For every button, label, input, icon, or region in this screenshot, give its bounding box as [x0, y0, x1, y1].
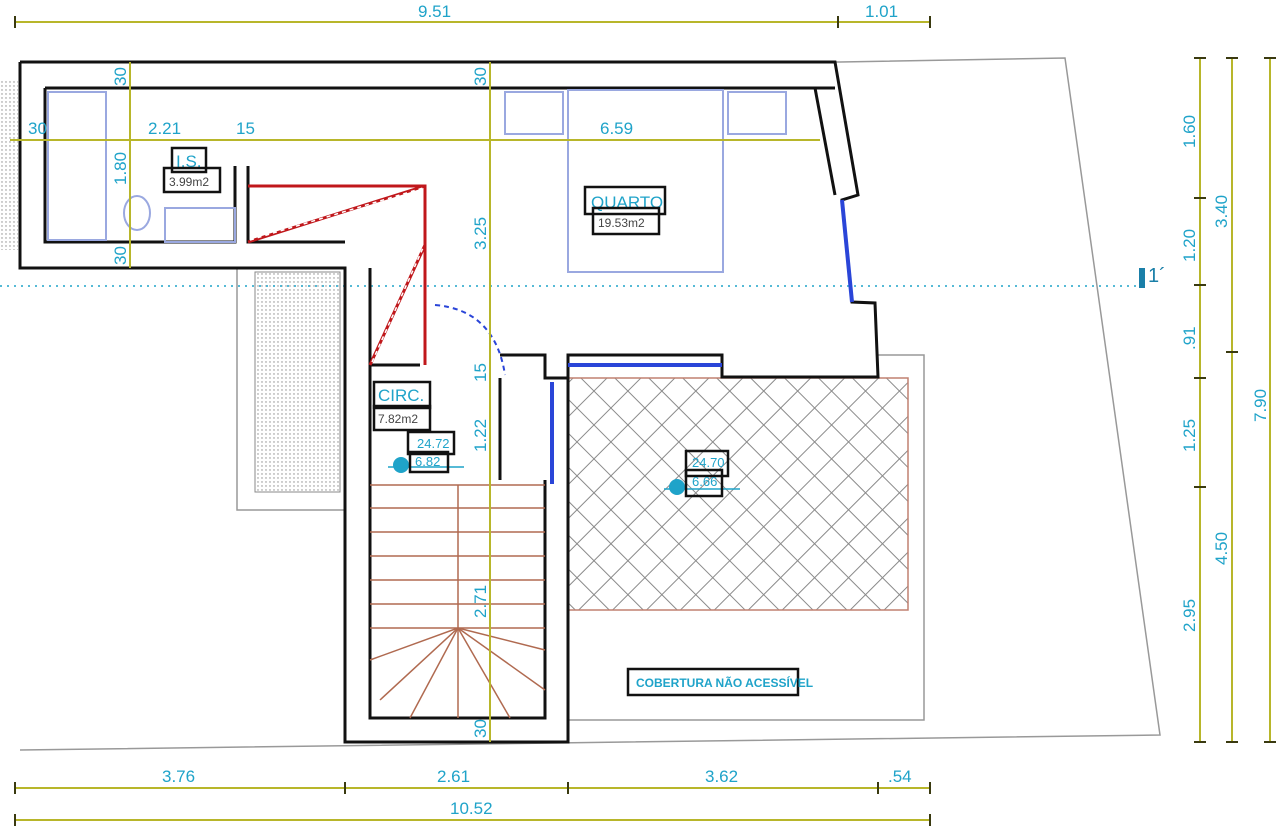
- dim-center-v-4: 1.22: [471, 419, 490, 452]
- interior-wall-top: [18, 62, 835, 744]
- dim-center-v-5: 2.71: [471, 585, 490, 618]
- window-bedroom-east: [840, 199, 854, 303]
- terrace-hatch: [567, 377, 909, 611]
- dim-inner-h-4: 6.59: [600, 119, 633, 138]
- dim-left-v-2: 1.80: [111, 152, 130, 185]
- level-box-2: [684, 449, 730, 478]
- dim-right-2: 1.20: [1180, 229, 1199, 262]
- level-marker-icon-1: [393, 457, 409, 473]
- section-mark: 1´: [1148, 265, 1166, 287]
- demolition-dashes: [249, 187, 424, 363]
- dim-left-v-1: 30: [111, 67, 130, 86]
- room-name-is: I.S.: [176, 152, 202, 171]
- dim-left-v-3: 30: [111, 246, 130, 265]
- dim-top-1: 9.51: [418, 2, 451, 21]
- patio-dotted-area: [254, 271, 341, 493]
- level-marker-icon-2: [669, 479, 685, 495]
- dim-right-7: 4.50: [1212, 532, 1231, 565]
- dim-bottom-4: .54: [888, 767, 912, 786]
- roof-note: COBERTURA NÃO ACESSÍVEL: [636, 675, 813, 690]
- room-label-box-quarto: [583, 185, 667, 216]
- dimension-lines: [10, 16, 1276, 826]
- dim-center-v-2: 3.25: [471, 217, 490, 250]
- patio-outline: [236, 268, 345, 511]
- level-elevation-2: 24.70: [692, 455, 725, 470]
- dim-inner-h-2: 2.21: [148, 119, 181, 138]
- dim-center-v-6: 30: [471, 719, 490, 738]
- level-box-2b: [684, 468, 724, 498]
- dim-right-1: 1.60: [1180, 115, 1199, 148]
- level-height-2: 6.66: [692, 474, 717, 489]
- dim-bottom-total: 10.52: [450, 799, 493, 818]
- level-box-1: [406, 430, 456, 456]
- room-area-box-is: [162, 166, 222, 194]
- dim-bottom-3: 3.62: [705, 767, 738, 786]
- room-area-box-quarto: [591, 206, 661, 236]
- room-area-circ: 7.82m2: [378, 412, 418, 426]
- dim-bottom-2: 2.61: [437, 767, 470, 786]
- dim-right-total: 7.90: [1251, 389, 1270, 422]
- bedroom-right-wall: [813, 87, 837, 196]
- left-dotted-strip: [0, 80, 18, 250]
- room-area-is: 3.99m2: [169, 175, 209, 189]
- level-elevation-1: 24.72: [417, 436, 450, 451]
- room-label-box-is: [170, 146, 208, 174]
- door-swing: [434, 304, 506, 376]
- dim-inner-h-1: 30: [28, 119, 47, 138]
- exterior-wall: [20, 60, 880, 380]
- toilet: [123, 195, 151, 231]
- room-label-box-circ: [372, 380, 432, 410]
- section-mark-icon: [1139, 268, 1145, 288]
- sink: [164, 207, 236, 243]
- dim-center-v-3: 15: [471, 363, 490, 382]
- dim-right-4: 1.25: [1180, 419, 1199, 452]
- dim-inner-h-3: 15: [236, 119, 255, 138]
- level-height-1: 6.82: [415, 454, 440, 469]
- dim-right-5: 2.95: [1180, 599, 1199, 632]
- room-area-box-circ: [372, 404, 432, 432]
- roof-outline: [568, 354, 925, 721]
- level-box-1b: [408, 450, 450, 474]
- room-area-quarto: 19.53m2: [598, 216, 645, 230]
- room-name-circ: CIRC.: [378, 386, 424, 405]
- roof-note-box: [626, 667, 800, 697]
- dim-right-6: 3.40: [1212, 195, 1231, 228]
- nightstand-right: [727, 91, 787, 135]
- dim-top-2: 1.01: [865, 2, 898, 21]
- dim-center-v-1: 30: [471, 67, 490, 86]
- nightstand-left: [504, 91, 564, 135]
- bathtub: [47, 91, 107, 241]
- staircase: [369, 484, 546, 719]
- dim-right-3: .91: [1180, 326, 1199, 350]
- bed: [567, 89, 724, 273]
- dim-bottom-1: 3.76: [162, 767, 195, 786]
